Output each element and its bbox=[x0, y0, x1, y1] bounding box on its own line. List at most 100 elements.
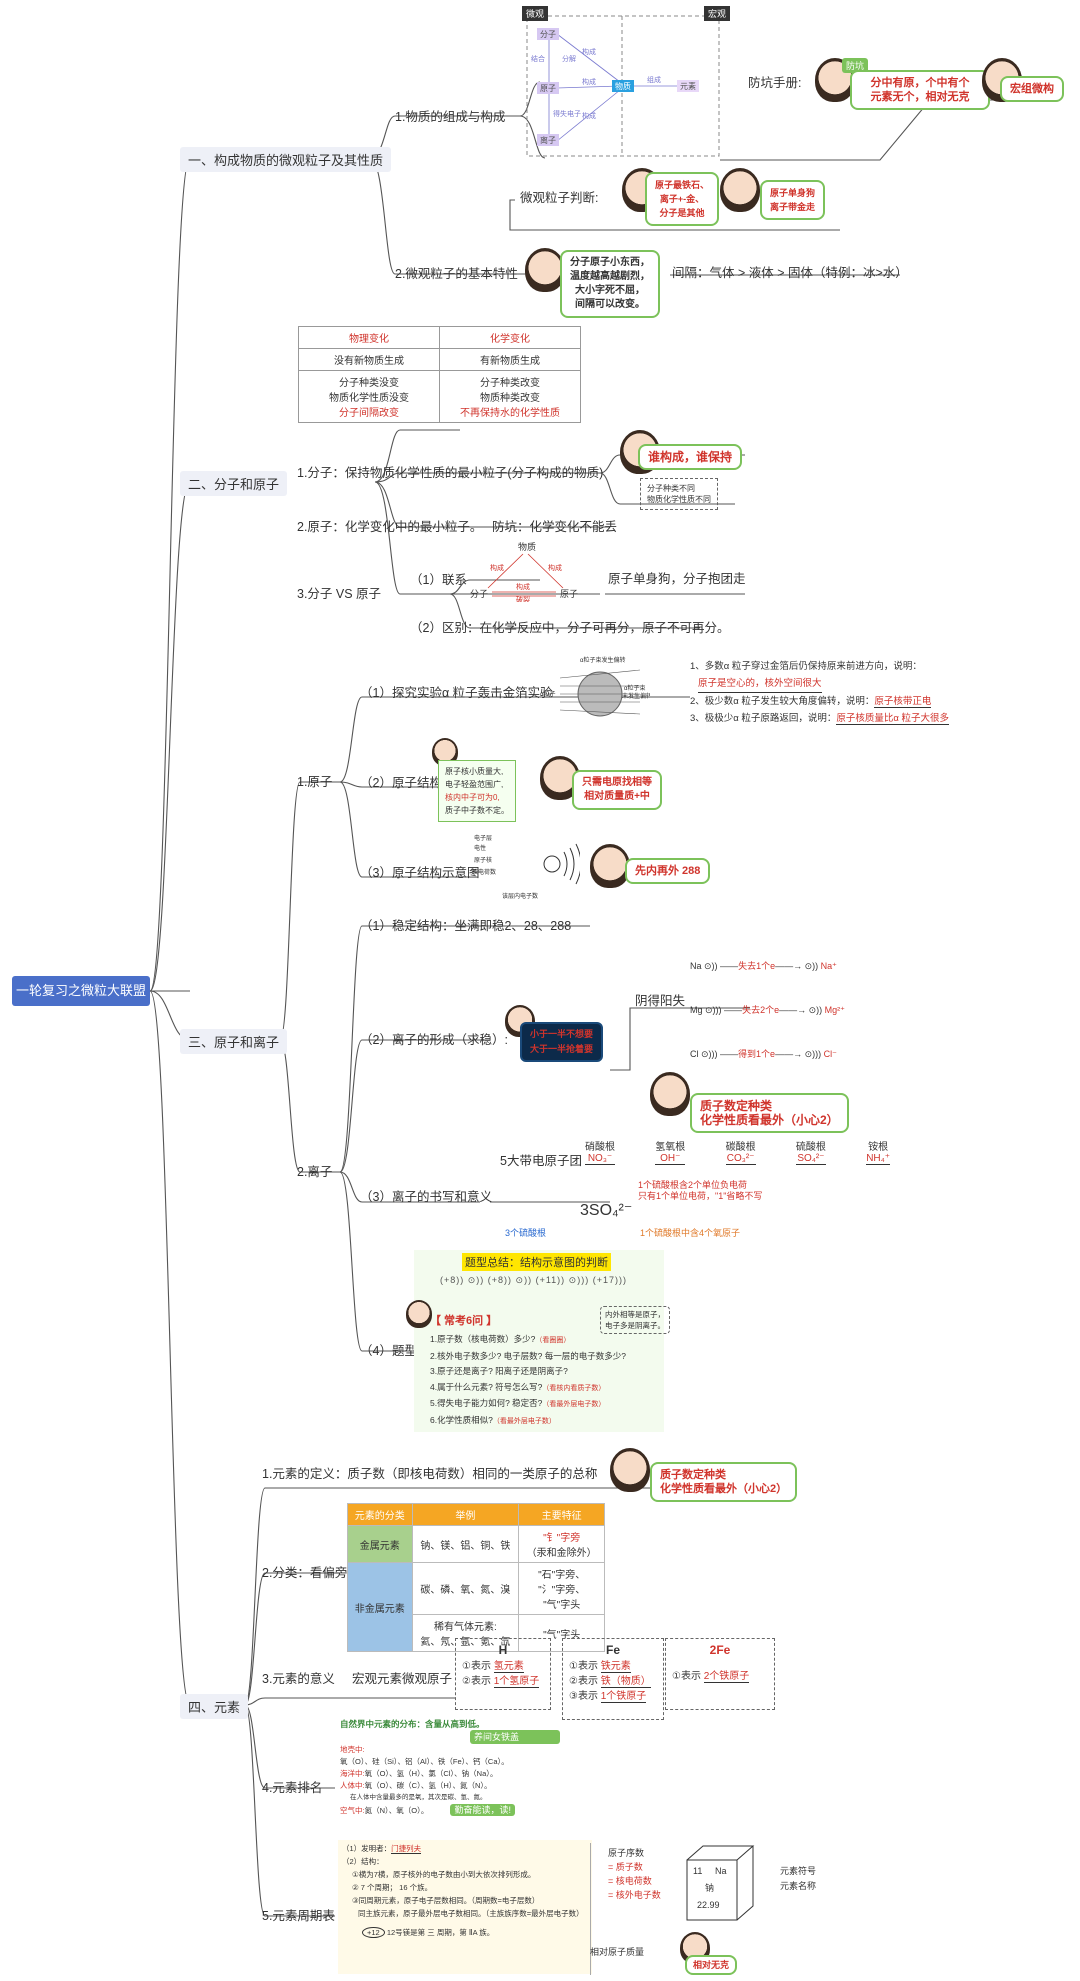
sulfate-note: 1个硫酸根中含4个氧原子 bbox=[640, 1228, 741, 1238]
s3-writing[interactable]: （3）离子的书写和意义 bbox=[360, 1190, 492, 1204]
change-table: 物理变化 化学变化 没有新物质生成 有新物质生成 分子种类没变 物质化学性质没变… bbox=[298, 326, 581, 423]
s2-node-molecule[interactable]: 1.分子：保持物质化学性质的最小粒子(分子构成的物质) bbox=[297, 466, 604, 480]
s3-experiment[interactable]: （1）探究实验α 粒子轰击金箔实验 bbox=[360, 686, 553, 700]
avatar bbox=[720, 168, 760, 212]
question-note-line: 电子多是阴离子。 bbox=[605, 1321, 665, 1330]
cls-head: 主要特征 bbox=[518, 1503, 605, 1526]
formation-box: 小于一半不想要 大于一半抢着要 bbox=[520, 1022, 604, 1062]
table-head-physical: 物理变化 bbox=[298, 326, 440, 349]
sulfate-formula: 3SO₄²⁻ bbox=[580, 1202, 633, 1219]
cell-mass: 22.99 bbox=[697, 1900, 720, 1910]
periodic-right-labels: 元素符号 元素名称 bbox=[780, 1864, 816, 1894]
s3-formation[interactable]: （2）离子的形成（求稳）: bbox=[360, 1033, 508, 1047]
structure-line: 原子核小质量大, bbox=[445, 767, 504, 776]
periodic-label: = 核电荷数 bbox=[608, 1876, 652, 1886]
alpha-label: 未发生偏转 bbox=[622, 692, 650, 700]
table-cell-line: 不再保持水的化学性质 bbox=[460, 408, 560, 419]
s3-diagram[interactable]: （3）原子结构示意图 bbox=[360, 866, 480, 880]
periodic-bottom-label: 相对原子质量 bbox=[590, 1947, 645, 1957]
s2-node-vs[interactable]: 3.分子 VS 原子 bbox=[297, 587, 382, 601]
s3-structure[interactable]: （2）原子结构 bbox=[360, 776, 442, 790]
cls-cell: 碳、磷、氧、氮、溴 bbox=[411, 1562, 520, 1615]
alpha-label: α粒子 bbox=[540, 690, 555, 698]
alpha-conclusion-answer: 原子核带正电 bbox=[874, 696, 932, 708]
map-matter: 物质 bbox=[615, 81, 631, 91]
table-cell-line: 分子间隔改变 bbox=[339, 408, 399, 419]
question-item: 3.原子还是离子? 阳离子还是阴离子? bbox=[430, 1366, 568, 1376]
section-2-title[interactable]: 二、分子和原子 bbox=[180, 471, 288, 496]
section-3-title[interactable]: 三、原子和离子 bbox=[180, 1029, 288, 1054]
map-split: 分解 bbox=[562, 54, 576, 63]
s2-difference[interactable]: （2）区别：在化学反应中，分子可再分，原子不可再分。 bbox=[410, 621, 730, 635]
s4-node-meaning[interactable]: 3.元素的意义 bbox=[262, 1672, 335, 1686]
diagram-label: 电性 bbox=[474, 844, 486, 852]
s4-node-definition[interactable]: 1.元素的定义：质子数（即核电荷数）相同的一类原子的总称 bbox=[262, 1467, 598, 1481]
map-compose-4: 组成 bbox=[647, 75, 661, 84]
s3-stable[interactable]: （1）稳定结构：坐满即稳2、28、288 bbox=[360, 919, 572, 933]
alpha-conclusion: 1、多数α 粒子穿过金箔后仍保持原来前进方向，说明： bbox=[690, 661, 922, 672]
matter-map: 分子 原子 离子 物质 元素 构成 构成 构成 组成 分解 结合 得失电子 bbox=[531, 28, 699, 146]
tip-bubble-7-line2: 相对质量质+中 bbox=[584, 791, 650, 802]
s2-node-atom[interactable]: 2.原子：化学变化中的最小粒子。 bbox=[297, 520, 483, 534]
s3-node-atom[interactable]: 1.原子 bbox=[297, 775, 333, 789]
meaning-fe-box: Fe ①表示 铁元素 ②表示 铁（物质） ③表示 1个铁原子 bbox=[562, 1638, 664, 1720]
tip-bubble-2: 宏组微构 bbox=[1000, 76, 1064, 102]
tip-bubble-10-line1: 质子数定种类 bbox=[660, 1469, 726, 1481]
meaning-symbol: 2Fe bbox=[709, 1643, 731, 1657]
table-cell-line: 物质种类改变 bbox=[480, 393, 540, 404]
ranking-line: 在人体中含量最多的是氧，其次是碳、氢、氮。 bbox=[350, 1794, 487, 1801]
meaning-2fe-box: 2Fe ①表示 2个铁原子 bbox=[665, 1638, 775, 1710]
groups-title: 5大带电原子团 bbox=[500, 1154, 582, 1168]
section-1-title[interactable]: 一、构成物质的微观粒子及其性质 bbox=[180, 147, 392, 172]
s3-question-types[interactable]: （4）题型 bbox=[360, 1344, 417, 1358]
section-4-title[interactable]: 四、元素 bbox=[180, 1694, 249, 1719]
s1-node-properties[interactable]: 2.微观粒子的基本特性 bbox=[395, 267, 518, 281]
avatar bbox=[610, 1448, 650, 1492]
s4-node-ranking[interactable]: 4.元素排名 bbox=[262, 1781, 323, 1795]
sulfate-notes: 1个硫酸根含2个单位负电荷 只有1个单位电荷，"1"省略不写 bbox=[638, 1180, 762, 1202]
tip-bubble-7-line1: 只需电原找相等 bbox=[582, 777, 652, 788]
pitfall-label: 防坑手册: bbox=[748, 76, 802, 90]
question-item: 4.属于什么元素? 符号怎么写?（看核内看质子数） bbox=[430, 1381, 606, 1392]
cls-cell: "石"字旁、"氵"字旁、"气"字头 bbox=[518, 1562, 605, 1615]
divider bbox=[590, 1843, 591, 1975]
structure-line: 电子轻盈范围广, bbox=[445, 780, 504, 789]
cls-head: 举例 bbox=[411, 1503, 520, 1526]
alpha-conclusion-answer: 原子核质量比α 粒子大很多 bbox=[836, 713, 950, 725]
note-line: 物质化学性质不同 bbox=[647, 495, 711, 504]
note-line: 分子种类不同 bbox=[647, 484, 695, 493]
periodic-line: ③同周期元素，原子电子层数相同。（周期数=电子层数） bbox=[352, 1896, 540, 1905]
periodic-label: = 质子数 bbox=[608, 1862, 643, 1872]
table-cell: 分子种类没变 物质化学性质没变 分子间隔改变 bbox=[298, 370, 440, 423]
structure-line: 核内中子可为0, bbox=[445, 793, 500, 802]
s4-meaning-rule: 宏观元素微观原子 bbox=[352, 1672, 453, 1686]
alpha-conclusion: 3、极极少α 粒子原路返回，说明： bbox=[690, 713, 837, 724]
s4-node-periodic[interactable]: 5.元素周期表 bbox=[262, 1909, 335, 1923]
cell-number: 11 bbox=[693, 1866, 702, 1876]
table-cell-line: 分子种类没变 bbox=[339, 378, 399, 389]
s3-node-ion[interactable]: 2.离子 bbox=[297, 1165, 333, 1179]
tip-bubble-5: 分子原子小东西， 温度越高越剧烈， 大小字死不屈， 间隔可以改变。 bbox=[560, 250, 660, 318]
map-element: 元素 bbox=[680, 81, 696, 91]
tri-edge: 构成 bbox=[490, 563, 504, 572]
s4-node-classification[interactable]: 2.分类：看偏旁 bbox=[262, 1566, 348, 1580]
tip-bubble-9-line2: 化学性质看最外（小心2） bbox=[700, 1113, 839, 1127]
formation-line: 小于一半不想要 bbox=[530, 1029, 594, 1039]
root-node[interactable]: 一轮复习之微粒大联盟 bbox=[12, 976, 150, 1006]
ranking-panel: 自然界中元素的分布：含量从高到低。 养间女铁盖 地壳中: 氧（O）、硅（Si）、… bbox=[340, 1718, 560, 1840]
s2-relation[interactable]: （1）联系 bbox=[410, 573, 467, 587]
question-item: 2.核外电子数多少? 电子层数? 每一层的电子数多少? bbox=[430, 1350, 626, 1361]
tip-bubble-4-line1: 原子单身狗 bbox=[770, 188, 816, 198]
ranking-line: 氧（O）、硅（Si）、铝（Al）、铁（Fe）、钙（Ca）。 bbox=[340, 1757, 509, 1766]
s1-node-composition[interactable]: 1.物质的组成与构成 bbox=[395, 110, 506, 124]
ion-reaction: Mg ⊙))) ——失去2个e——→ ⊙)) Mg²⁺ bbox=[690, 1005, 845, 1015]
tip-bubble-3-line2: 离子+-金、 bbox=[659, 194, 705, 204]
tip-bubble-5-line1: 分子原子小东西， bbox=[570, 257, 650, 268]
periodic-cell: 11 Na 钠 22.99 bbox=[686, 1845, 755, 1921]
table-cell: 有新物质生成 bbox=[439, 348, 581, 371]
tip-bubble-1: 分中有原，个中有个 元素无个，相对无克 bbox=[850, 70, 990, 110]
tip-bubble-8: 先内再外 288 bbox=[625, 858, 711, 884]
question-item: 5.得失电子能力如何? 稳定否?（看最外层电子数） bbox=[430, 1398, 606, 1408]
